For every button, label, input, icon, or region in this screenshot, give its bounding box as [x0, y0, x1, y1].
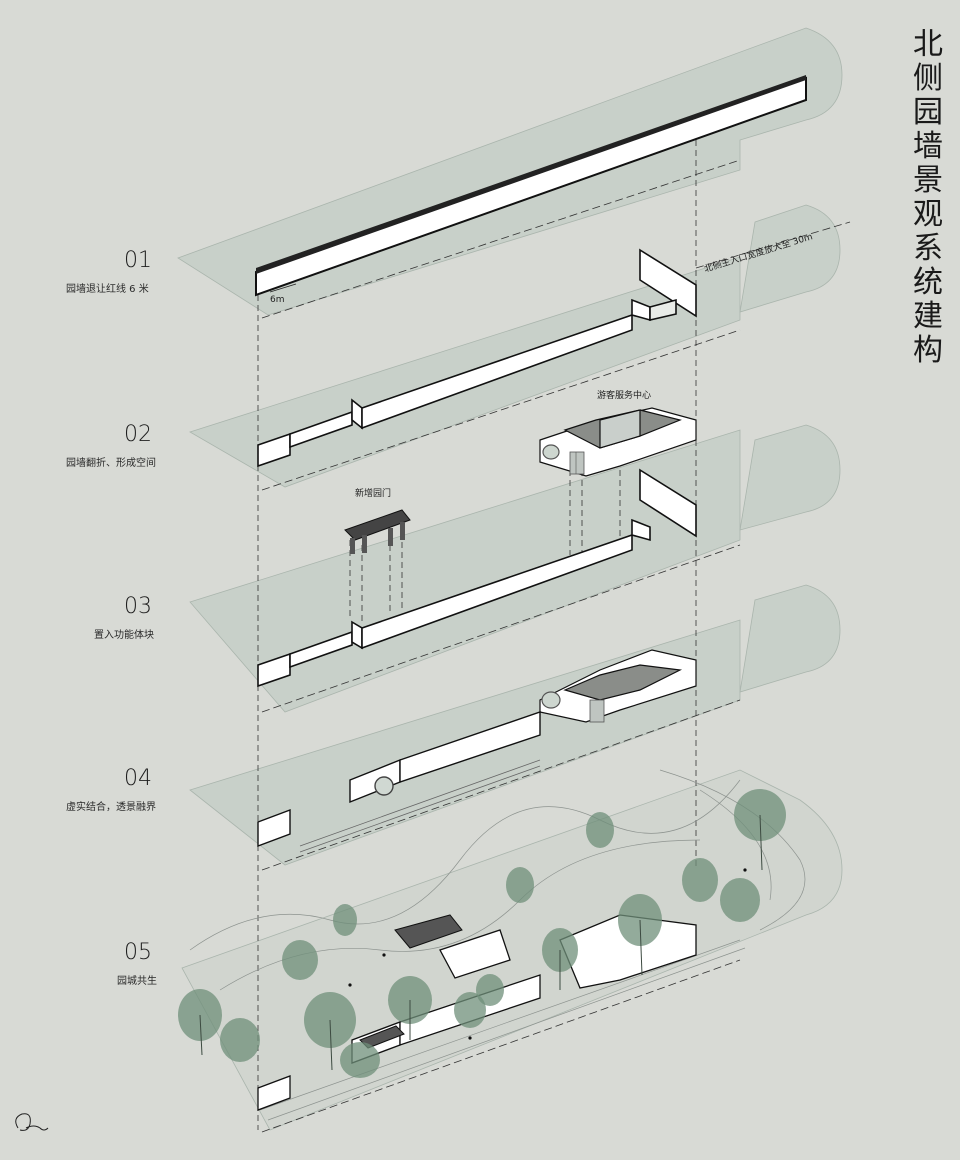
- new-gate: 新增园门: [344, 487, 411, 554]
- new-gate-label: 新增园门: [355, 487, 391, 499]
- step-03-number: 03: [124, 594, 152, 619]
- visitor-center-label: 游客服务中心: [597, 389, 651, 401]
- wall-layer-03: [257, 468, 697, 688]
- step-01-caption: 园墙退让红线 6 米: [66, 284, 149, 295]
- plane-dashed-edges: [261, 159, 851, 1133]
- step-01-number: 01: [124, 248, 152, 273]
- plane-03-extension: [739, 584, 841, 693]
- step-05-number: 05: [124, 940, 152, 965]
- step-04-number: 04: [124, 766, 152, 791]
- step-05-caption: 园城共生: [117, 976, 157, 987]
- paths-layer-04: [299, 759, 541, 853]
- visitor-center-02: 游客服务中心: [539, 389, 697, 477]
- setback-label: 6m: [270, 295, 285, 305]
- plane-02-extension: [739, 424, 841, 531]
- visitor-center-03: [539, 649, 697, 723]
- wall-layer-01: 6m 北侧主入口宽度放大至 30m: [255, 75, 814, 305]
- site-layer-05: [178, 769, 806, 1121]
- step-03-caption: 置入功能体块: [94, 630, 154, 641]
- step-04-caption: 虚实结合，透景融界: [66, 802, 156, 813]
- step-02-caption: 园墙翻折、形成空间: [66, 458, 156, 469]
- signature: [15, 1113, 49, 1131]
- step-02-number: 02: [124, 422, 152, 447]
- plane-01-extension: [739, 204, 841, 313]
- wall-layer-04: [257, 711, 541, 848]
- page-title: 北侧园墙景观系统建构: [913, 27, 943, 368]
- projection-lines: [257, 130, 697, 1130]
- wall-layer-02: [257, 248, 697, 468]
